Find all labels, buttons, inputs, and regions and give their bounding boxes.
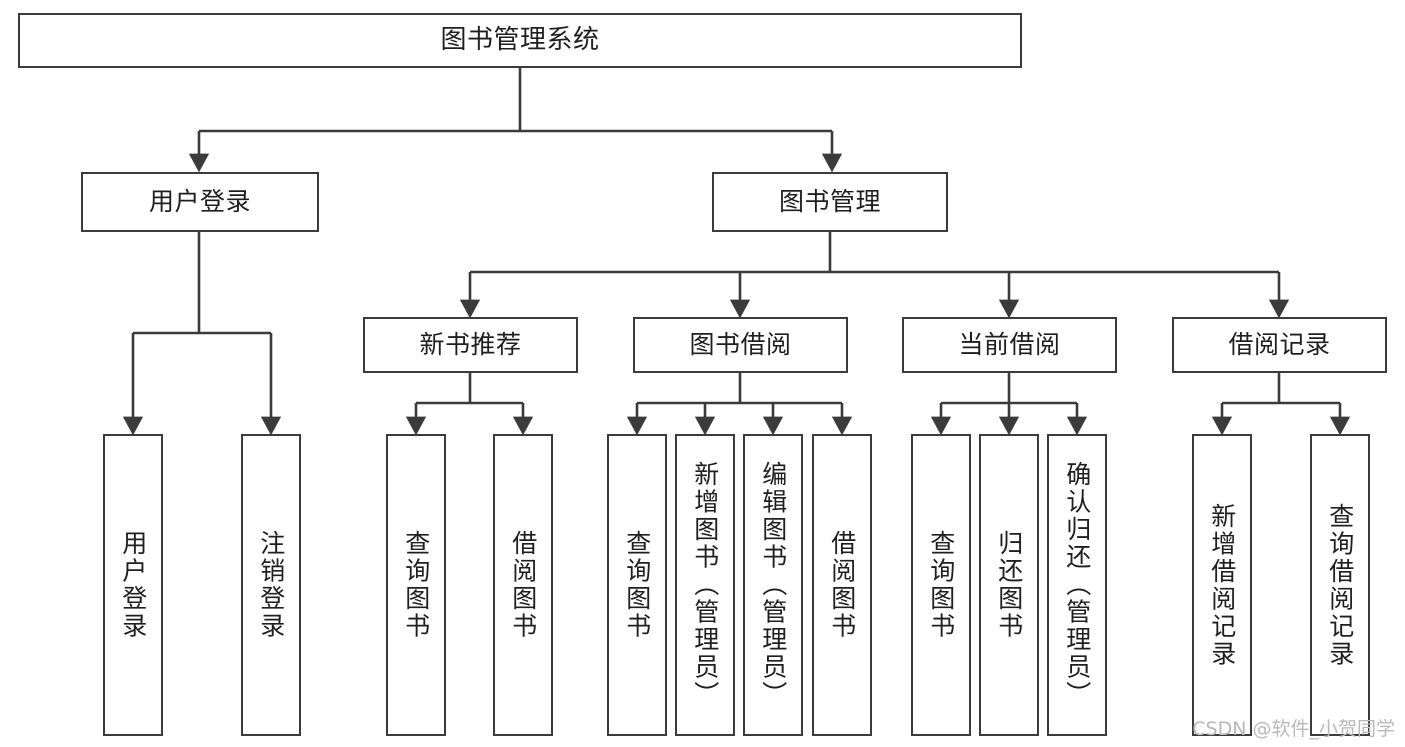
node-root-book-management-system[interactable]: 图书管理系统: [18, 13, 1022, 68]
leaf-current-borrow-query-book[interactable]: 查询图书: [911, 434, 971, 736]
node-label: 新增借阅记录: [1207, 502, 1237, 668]
node-label: 借阅记录: [1228, 330, 1331, 360]
node-label: 当前借阅: [958, 330, 1061, 360]
leaf-new-book-borrow-book[interactable]: 借阅图书: [493, 434, 553, 736]
node-current-borrow[interactable]: 当前借阅: [902, 317, 1117, 373]
node-label: 借阅图书: [827, 530, 857, 640]
watermark-text: CSDN @软件_小贺同学: [1192, 718, 1395, 740]
node-user-login[interactable]: 用户登录: [81, 172, 319, 232]
node-label: 图书借阅: [689, 330, 792, 360]
node-label: 归还图书: [994, 530, 1024, 640]
node-book-borrow[interactable]: 图书借阅: [633, 317, 848, 373]
leaf-book-borrow-edit-book-admin[interactable]: 编辑图书（管理员）: [743, 434, 803, 736]
node-label: 图书管理系统: [440, 25, 600, 56]
node-label: 用户登录: [148, 187, 251, 217]
leaf-current-borrow-confirm-return-admin[interactable]: 确认归还（管理员）: [1047, 434, 1107, 736]
leaf-book-borrow-query-book[interactable]: 查询图书: [607, 434, 667, 736]
node-label: 编辑图书（管理员）: [758, 461, 788, 709]
leaf-book-borrow-add-book-admin[interactable]: 新增图书（管理员）: [675, 434, 735, 736]
node-label: 注销登录: [256, 530, 286, 640]
node-label: 查询借阅记录: [1325, 502, 1355, 668]
leaf-user-login-signout[interactable]: 注销登录: [241, 434, 301, 736]
node-new-book-recommend[interactable]: 新书推荐: [363, 317, 578, 373]
leaf-user-login-signin[interactable]: 用户登录: [103, 434, 163, 736]
node-borrow-record[interactable]: 借阅记录: [1172, 317, 1387, 373]
node-label: 用户登录: [118, 530, 148, 640]
node-label: 查询图书: [926, 530, 956, 640]
node-label: 确认归还（管理员）: [1062, 461, 1092, 709]
node-label: 查询图书: [622, 530, 652, 640]
leaf-borrow-record-add-record[interactable]: 新增借阅记录: [1192, 434, 1252, 736]
leaf-current-borrow-return-book[interactable]: 归还图书: [979, 434, 1039, 736]
node-label: 新书推荐: [419, 330, 522, 360]
leaf-new-book-query-book[interactable]: 查询图书: [386, 434, 446, 736]
node-label: 图书管理: [778, 187, 881, 217]
node-label: 查询图书: [401, 530, 431, 640]
leaf-borrow-record-query-record[interactable]: 查询借阅记录: [1310, 434, 1370, 736]
node-book-management[interactable]: 图书管理: [712, 172, 948, 232]
node-label: 借阅图书: [508, 530, 538, 640]
node-label: 新增图书（管理员）: [690, 461, 720, 709]
leaf-book-borrow-borrow-book[interactable]: 借阅图书: [812, 434, 872, 736]
